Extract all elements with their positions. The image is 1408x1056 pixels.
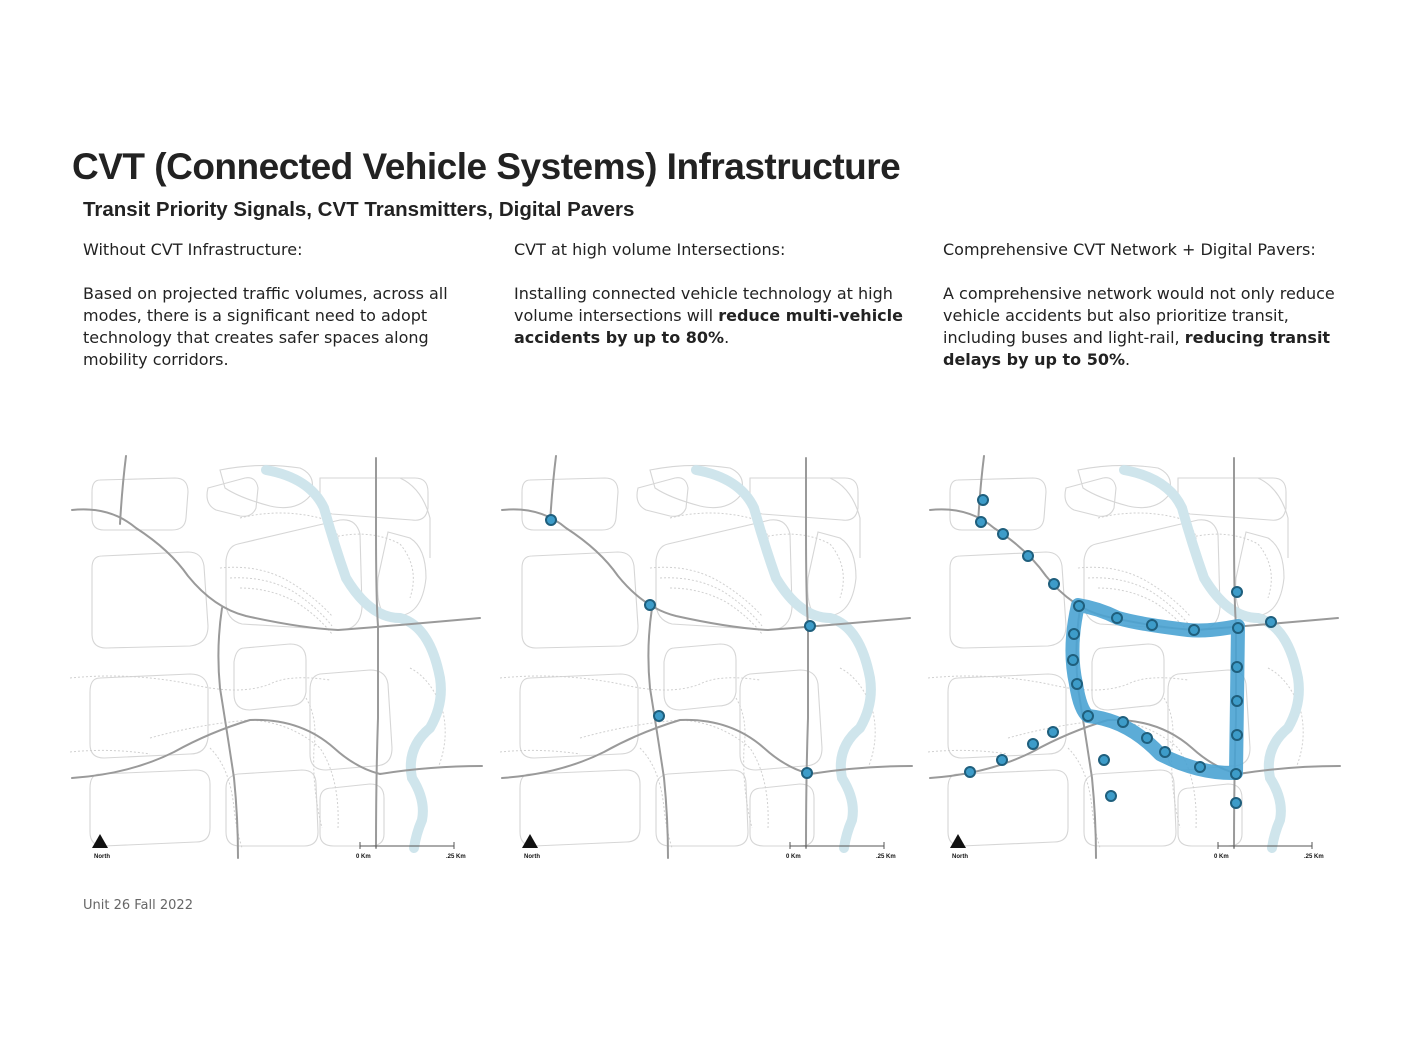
cvt-node bbox=[1141, 732, 1153, 744]
cvt-node bbox=[653, 710, 665, 722]
cvt-node bbox=[804, 620, 816, 632]
cvt-node bbox=[644, 599, 656, 611]
cvt-node bbox=[1073, 600, 1085, 612]
north-label: North bbox=[952, 854, 968, 860]
column-without-cvt: Without CVT Infrastructure: Based on pro… bbox=[83, 239, 483, 371]
cvt-node bbox=[1188, 624, 1200, 636]
column-body: Based on projected traffic volumes, acro… bbox=[83, 284, 448, 369]
cvt-node bbox=[1231, 586, 1243, 598]
cvt-node bbox=[1194, 761, 1206, 773]
cvt-node bbox=[801, 767, 813, 779]
north-label: North bbox=[94, 854, 110, 860]
cvt-node bbox=[1027, 738, 1039, 750]
column-cvt-intersections: CVT at high volume Intersections: Instal… bbox=[514, 239, 914, 349]
map-without-cvt: North 0 Km .25 Km bbox=[70, 448, 500, 868]
cvt-node bbox=[1159, 746, 1171, 758]
cvt-node bbox=[1232, 622, 1244, 634]
scale-end-label: .25 Km bbox=[876, 854, 896, 860]
cvt-node bbox=[1048, 578, 1060, 590]
map-svg: North 0 Km .25 Km bbox=[70, 448, 500, 868]
cvt-node bbox=[1230, 797, 1242, 809]
scale-start-label: 0 Km bbox=[356, 854, 371, 860]
page-subtitle: Transit Priority Signals, CVT Transmitte… bbox=[83, 198, 635, 221]
scale-end-label: .25 Km bbox=[446, 854, 466, 860]
map-svg: North 0 Km .25 Km bbox=[928, 448, 1358, 868]
cvt-node bbox=[964, 766, 976, 778]
scale-start-label: 0 Km bbox=[1214, 854, 1229, 860]
cvt-node bbox=[1068, 628, 1080, 640]
map-svg: North 0 Km .25 Km bbox=[500, 448, 930, 868]
cvt-node bbox=[1071, 678, 1083, 690]
footer-text: Unit 26 Fall 2022 bbox=[83, 898, 193, 913]
column-heading: Without CVT Infrastructure: bbox=[83, 240, 303, 259]
cvt-node bbox=[1098, 754, 1110, 766]
cvt-node bbox=[1231, 729, 1243, 741]
cvt-node bbox=[1146, 619, 1158, 631]
cvt-node bbox=[1231, 695, 1243, 707]
cvt-node bbox=[1265, 616, 1277, 628]
map-cvt-network: North 0 Km .25 Km bbox=[928, 448, 1358, 868]
scale-end-label: .25 Km bbox=[1304, 854, 1324, 860]
digital-paver-corridor bbox=[1065, 598, 1245, 781]
cvt-node bbox=[1022, 550, 1034, 562]
cvt-node bbox=[1105, 790, 1117, 802]
cvt-node bbox=[997, 528, 1009, 540]
cvt-node bbox=[545, 514, 557, 526]
cvt-node bbox=[996, 754, 1008, 766]
column-cvt-network: Comprehensive CVT Network + Digital Pave… bbox=[943, 239, 1343, 371]
cvt-node bbox=[1111, 612, 1123, 624]
column-heading: Comprehensive CVT Network + Digital Pave… bbox=[943, 240, 1316, 259]
cvt-node bbox=[1067, 654, 1079, 666]
cvt-node bbox=[975, 516, 987, 528]
cvt-node bbox=[1231, 661, 1243, 673]
column-body: Installing connected vehicle technology … bbox=[514, 284, 903, 347]
cvt-node bbox=[977, 494, 989, 506]
column-body: A comprehensive network would not only r… bbox=[943, 284, 1335, 369]
column-heading: CVT at high volume Intersections: bbox=[514, 240, 786, 259]
north-label: North bbox=[524, 854, 540, 860]
cvt-node bbox=[1230, 768, 1242, 780]
cvt-node bbox=[1082, 710, 1094, 722]
cvt-node bbox=[1047, 726, 1059, 738]
scale-start-label: 0 Km bbox=[786, 854, 801, 860]
map-cvt-intersections: North 0 Km .25 Km bbox=[500, 448, 930, 868]
cvt-node bbox=[1117, 716, 1129, 728]
page-title: CVT (Connected Vehicle Systems) Infrastr… bbox=[72, 146, 901, 187]
